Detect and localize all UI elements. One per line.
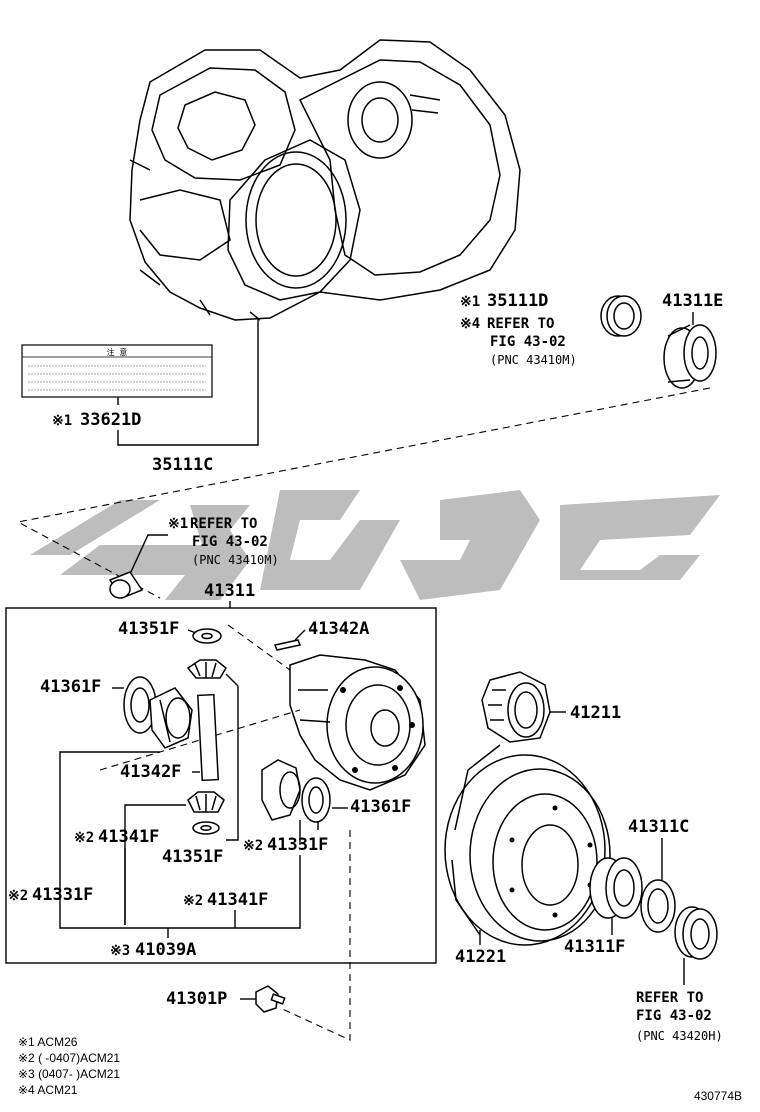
housing-leaders	[117, 318, 259, 446]
label-refer1-c: (PNC 43410M)	[490, 353, 577, 367]
label-41211: 41211	[570, 703, 621, 723]
thrust-washer-41361f-left	[123, 676, 157, 734]
shim-41311c	[640, 879, 676, 933]
label-41221: 41221	[455, 947, 506, 967]
group-bracket-41039a	[59, 751, 319, 938]
mark-35111d: ※1	[460, 294, 480, 310]
label-41331f-b: 41331F	[32, 885, 93, 905]
label-41361f-b: 41361F	[350, 797, 411, 817]
label-refer2-c: (PNC 43410M)	[192, 553, 279, 567]
mark-41341f-a: ※2	[74, 830, 94, 846]
label-refer3-a: REFER TO	[636, 990, 703, 1006]
label-41361f-a: 41361F	[40, 677, 101, 697]
pinion-shaft-41342f	[197, 693, 220, 782]
caution-label: 注 意	[21, 344, 213, 398]
label-refer3-c: (PNC 43420H)	[636, 1029, 723, 1043]
label-41351f-a: 41351F	[118, 619, 179, 639]
pinion-gear-lower	[187, 791, 225, 813]
caution-title: 注 意	[107, 347, 128, 357]
bolt-41301p	[255, 985, 286, 1013]
label-refer1-a: REFER TO	[487, 316, 554, 332]
pin-41342a	[273, 639, 302, 651]
label-41311: 41311	[204, 581, 255, 601]
label-35111d: 35111D	[487, 291, 548, 311]
mark-41331f-b: ※2	[8, 888, 28, 904]
label-41039a: 41039A	[135, 940, 196, 960]
label-41342f: 41342F	[120, 762, 181, 782]
side-gear-right	[261, 759, 301, 821]
label-41351f-b: 41351F	[162, 847, 223, 867]
label-41342a: 41342A	[308, 619, 369, 639]
thrust-washer-41361f-right	[301, 777, 331, 823]
label-33621d: 33621D	[80, 410, 141, 430]
label-41301p: 41301P	[166, 989, 227, 1009]
dashed-axis-1	[16, 387, 711, 599]
legend-note-3: ※3 (0407- )ACM21	[18, 1067, 120, 1081]
label-refer2-a: REFER TO	[190, 516, 257, 532]
mark-41341f-b: ※2	[183, 893, 203, 909]
watermark-logo	[30, 490, 720, 600]
label-41341f-b: 41341F	[207, 890, 268, 910]
label-refer2-b: FIG 43-02	[192, 534, 268, 550]
differential-group-box	[5, 607, 437, 964]
label-41331f-a: 41331F	[267, 835, 328, 855]
drive-gear-41211	[481, 671, 551, 743]
mark-41331f-a: ※2	[243, 838, 263, 854]
pinion-gear-top	[186, 659, 227, 679]
mark-refer2: ※1	[168, 516, 188, 532]
washer-41351f-lower	[192, 821, 220, 835]
differential-case	[289, 654, 426, 791]
figure-id: 430774B	[694, 1089, 742, 1103]
label-41311e: 41311E	[662, 291, 723, 311]
label-refer1-b: FIG 43-02	[490, 334, 566, 350]
legend-note-2: ※2 ( -0407)ACM21	[18, 1051, 120, 1065]
oil-seal-right	[674, 906, 718, 960]
washer-41351f-top	[192, 628, 222, 644]
ring-gear-41221	[444, 744, 611, 946]
mark-refer1: ※4	[460, 316, 480, 332]
dashed-axis-2	[99, 709, 301, 771]
label-41341f-a: 41341F	[98, 827, 159, 847]
seal-plug	[108, 571, 144, 599]
bearing-41311e	[663, 324, 717, 389]
side-gear-left	[149, 687, 193, 749]
oil-seal-35111d	[600, 295, 642, 337]
bearing-41311f	[589, 857, 643, 919]
label-35111c: 35111C	[152, 455, 213, 475]
label-41311f: 41311F	[564, 937, 625, 957]
transaxle-housing	[129, 39, 521, 321]
mark-41039a: ※3	[110, 943, 130, 959]
dashed-axis-3	[279, 830, 351, 1041]
legend-note-1: ※1 ACM26	[18, 1035, 78, 1049]
mark-33621d: ※1	[52, 413, 72, 429]
label-refer3-b: FIG 43-02	[636, 1008, 712, 1024]
label-41311c: 41311C	[628, 817, 689, 837]
legend-note-4: ※4 ACM21	[18, 1083, 78, 1097]
